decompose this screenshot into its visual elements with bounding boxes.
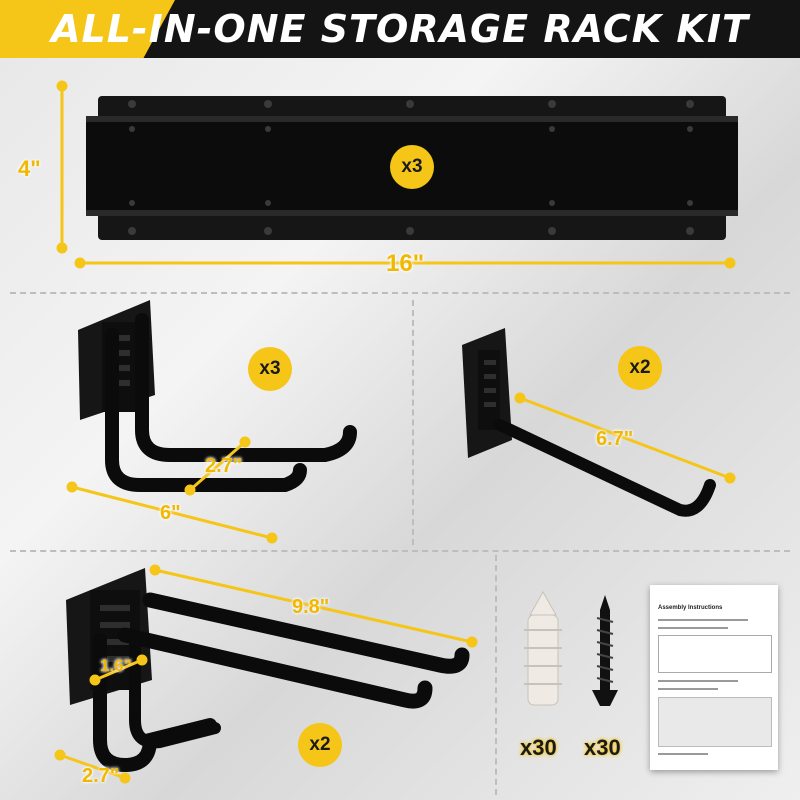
large-hook-qty-badge: x2 — [298, 723, 342, 767]
manual-photo — [658, 697, 772, 747]
large-hook-dimension-lines — [54, 564, 478, 784]
section-divider — [495, 555, 497, 795]
manual-diagram — [658, 635, 772, 673]
screw-icon — [592, 595, 618, 706]
anchors-qty-label: x30 — [520, 735, 557, 760]
large-hook-length-label: 9.8" — [292, 596, 330, 618]
rail-qty-badge: x3 — [390, 145, 434, 189]
double-hook-image — [78, 300, 357, 492]
manual-text-line — [658, 753, 708, 755]
section-divider — [412, 300, 414, 545]
manual-text-line — [658, 688, 718, 690]
manual-icon: Assembly Instructions — [650, 585, 778, 770]
screws-qty-label: x30 — [584, 735, 621, 760]
rail-width-label: 16" — [386, 250, 425, 277]
single-hook-image — [462, 328, 716, 517]
large-hook-spacing-label: 1.6" — [100, 656, 132, 675]
rail-dimension-lines — [56, 80, 736, 269]
single-hook-length-label: 6.7" — [596, 428, 634, 450]
banner-title: ALL-IN-ONE STORAGE RACK KIT — [51, 7, 749, 51]
single-hook-dimension-line — [514, 392, 736, 484]
manual-text-line — [658, 619, 748, 621]
banner-accent — [0, 0, 175, 58]
section-divider — [10, 550, 790, 552]
double-hook-qty-badge: x3 — [248, 347, 292, 391]
section-divider — [10, 292, 790, 294]
double-hook-spacing-label: 2.7" — [205, 455, 243, 477]
double-hook-dimension-lines — [66, 436, 278, 544]
rail-height-label: 4" — [18, 156, 41, 181]
manual-text-line — [658, 680, 738, 682]
single-hook-qty-badge: x2 — [618, 346, 662, 390]
manual-text-line — [658, 627, 728, 629]
double-hook-length-label: 6" — [160, 502, 181, 524]
manual-title: Assembly Instructions — [658, 605, 723, 611]
wall-anchor-icon — [524, 590, 562, 706]
large-hook-drop-label: 2.7" — [82, 765, 120, 787]
large-hook-image — [66, 568, 470, 773]
